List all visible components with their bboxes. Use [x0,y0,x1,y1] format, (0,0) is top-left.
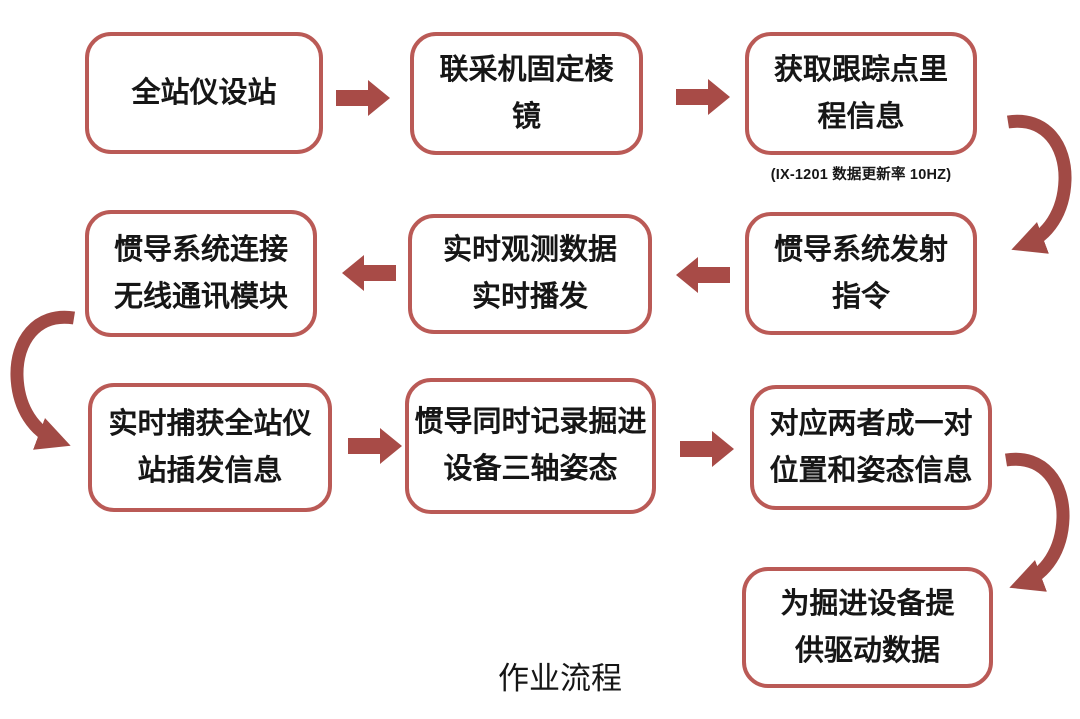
box-text-line: 镜 [511,100,541,133]
box-text-line: 位置和姿态信息 [769,454,973,487]
box-pair-position-attitude: 对应两者成一对 位置和姿态信息 [750,385,992,510]
box-text-line: 联采机固定棱 [439,53,614,86]
box-text-line: 全站仪设站 [131,76,277,109]
box-ins-send-command: 惯导系统发射 指令 [745,212,977,335]
curved-arrow-down-icon [1006,114,1072,254]
box-text-line: 程信息 [817,100,905,133]
box-text-line: 指令 [831,280,890,313]
box-text-line: 对应两者成一对 [769,407,973,440]
box-text-line: 实时捕获全站仪 [108,407,312,440]
box-text-line: 获取跟踪点里 [773,53,948,86]
box-get-tracking-mileage: 获取跟踪点里 程信息 [745,32,977,155]
arrow-right-icon [336,80,390,116]
box-text-line: 站插发信息 [137,454,283,487]
box-fix-prism: 联采机固定棱 镜 [410,32,643,155]
box-text-line: 惯导系统发射 [773,233,948,266]
box-text-line: 惯导系统连接 [113,233,288,266]
box-provide-driving-data: 为掘进设备提 供驱动数据 [742,567,993,688]
curved-arrow-down-icon [10,310,76,450]
box-text-line: 实时观测数据 [442,234,617,266]
box-text-line: 设备三轴姿态 [443,453,618,485]
box-text-line: 为掘进设备提 [780,587,955,620]
box-capture-station-info: 实时捕获全站仪 站插发信息 [88,383,332,512]
box-ins-connect-wireless: 惯导系统连接 无线通讯模块 [85,210,317,337]
box-total-station-setup: 全站仪设站 [85,32,323,154]
arrow-right-icon [348,428,402,464]
update-rate-caption: (IX-1201 数据更新率 10HZ) [770,167,952,183]
box-text-line: 惯导同时记录掘进 [414,406,647,438]
arrow-left-icon [342,255,396,291]
diagram-title: 作业流程 [498,661,622,696]
arrow-left-icon [676,257,730,293]
box-text-line: 实时播发 [471,281,588,313]
curved-arrow-down-icon [1004,452,1070,592]
arrow-right-icon [676,79,730,115]
box-text-line: 供驱动数据 [794,634,940,667]
box-realtime-broadcast: 实时观测数据 实时播发 [408,214,652,334]
arrow-right-icon [680,431,734,467]
box-text-line: 无线通讯模块 [113,280,288,313]
box-ins-record-attitude: 惯导同时记录掘进 设备三轴姿态 [405,378,656,514]
